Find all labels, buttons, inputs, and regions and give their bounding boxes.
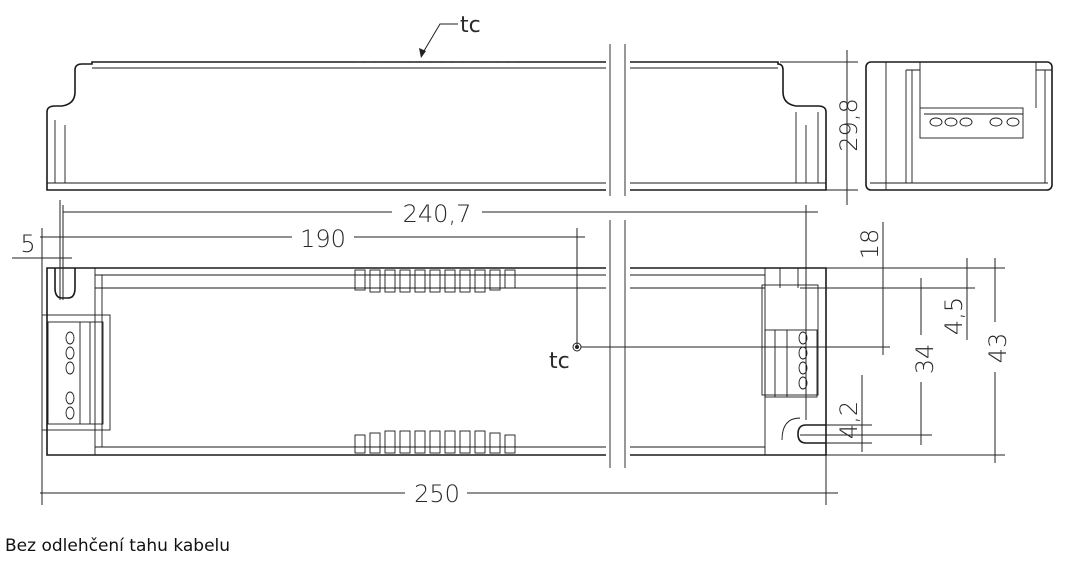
dim-tc-position: 190 — [300, 225, 346, 253]
dim-slot-offset: 5 — [20, 230, 35, 258]
dimension-labels: 29,8 240,7 190 5 18 4,5 34 43 4,2 250 — [20, 98, 1012, 508]
tc-label-side: tc — [460, 13, 481, 38]
dim-18: 18 — [856, 229, 884, 260]
dim-4-2: 4,2 — [835, 401, 863, 439]
dim-length-top: 240,7 — [403, 200, 472, 228]
side-view: tc — [46, 13, 827, 196]
dim-4-5: 4,5 — [940, 297, 968, 335]
bottom-view: tc — [41, 220, 890, 468]
dim-height: 29,8 — [835, 98, 863, 151]
dimension-lines — [12, 50, 1005, 505]
dim-34: 34 — [911, 344, 939, 375]
tc-label-bottom: tc — [549, 349, 570, 374]
dim-length: 250 — [414, 480, 460, 508]
dim-43: 43 — [984, 333, 1012, 364]
end-view — [865, 61, 1053, 191]
caption: Bez odlehčení tahu kabelu — [5, 536, 231, 556]
